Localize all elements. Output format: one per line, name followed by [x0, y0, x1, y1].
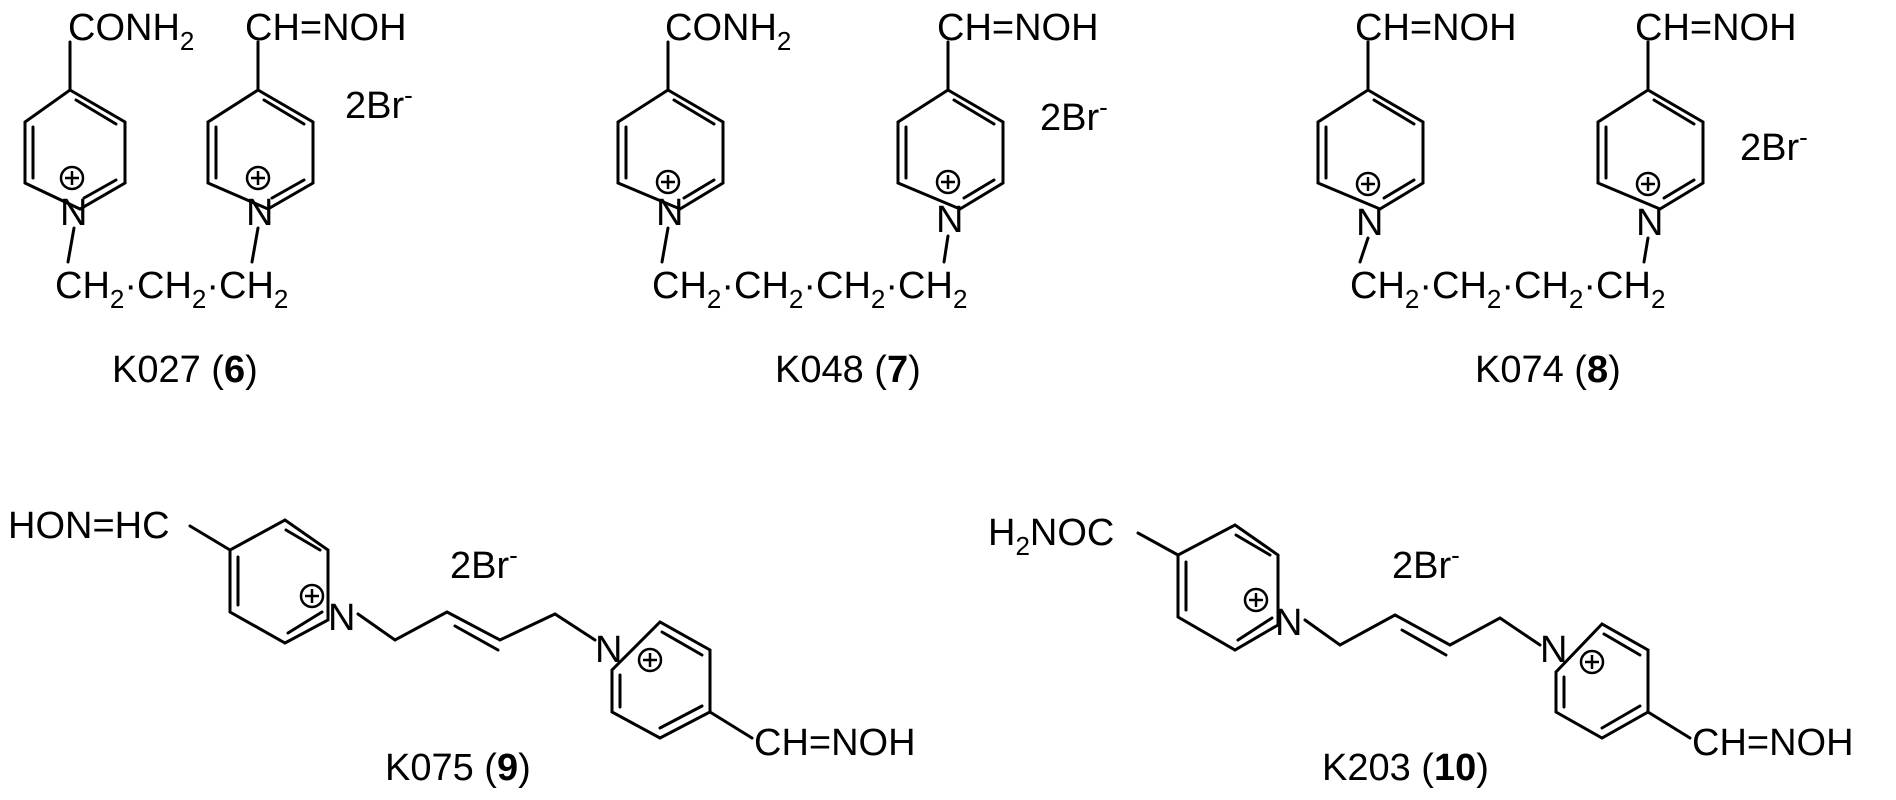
pyridinium-ring-left — [616, 40, 725, 211]
counterion: 2Br- — [1740, 122, 1808, 169]
pyridinium-ring-right — [610, 620, 754, 740]
pyridinium-ring-left — [228, 518, 330, 645]
cation-sign-left — [1355, 171, 1381, 197]
cation-sign-right — [637, 647, 663, 673]
compound-caption: K027 (6) — [112, 349, 258, 391]
pyridinium-ring-left — [1316, 40, 1425, 211]
compound-caption: K074 (8) — [1475, 349, 1621, 391]
oxime-group: CH=NOH — [1692, 722, 1854, 764]
compound-k048: CONH2 N CH=NOH N 2Br- CH2·CH2·CH2·CH2 K0… — [616, 7, 1108, 391]
pyridinium-ring-right — [1596, 40, 1705, 211]
oxime-group-right: CH=NOH — [754, 722, 916, 764]
oxime-group-left: CH=NOH — [1355, 7, 1517, 49]
ring-nitrogen-left: N — [656, 192, 683, 234]
cation-sign-right — [245, 165, 271, 191]
compound-k203: H2NOC N N CH=NOH 2Br- — [988, 512, 1854, 789]
carbamoyl-group: H2NOC — [988, 512, 1114, 561]
cation-sign-right — [1579, 649, 1605, 675]
cation-sign-left — [59, 165, 85, 191]
counterion: 2Br- — [450, 540, 518, 587]
ring-nitrogen-right: N — [246, 192, 273, 234]
counterion: 2Br- — [1040, 92, 1108, 139]
pyridinium-ring-right — [896, 40, 1005, 211]
counterion: 2Br- — [1392, 540, 1460, 587]
oxime-group-right: CH=NOH — [1635, 7, 1797, 49]
butenyl-linker — [356, 610, 597, 652]
cation-sign-right — [935, 169, 961, 195]
butylene-linker: CH2·CH2·CH2·CH2 — [1350, 265, 1665, 314]
pyridinium-ring-right — [1554, 622, 1692, 740]
butenyl-linker — [1303, 613, 1542, 657]
cation-sign-right — [1635, 171, 1661, 197]
butylene-linker: CH2·CH2·CH2·CH2 — [652, 265, 967, 314]
pyridinium-ring-left — [1176, 523, 1280, 652]
oxime-group: CH=NOH — [937, 7, 1099, 49]
compound-caption: K075 (9) — [385, 747, 531, 789]
pyridinium-ring-right — [206, 40, 315, 211]
cation-sign-left — [299, 583, 325, 609]
cation-sign-left — [1243, 587, 1269, 613]
ring-nitrogen-right: N — [1636, 202, 1663, 244]
carbamoyl-group: CONH2 — [665, 7, 791, 56]
compound-caption: K048 (7) — [775, 349, 921, 391]
ring-nitrogen-left: N — [328, 597, 355, 639]
cation-sign-left — [655, 169, 681, 195]
oxime-group-left: HON=HC — [8, 505, 170, 547]
carbamoyl-group: CONH2 — [68, 7, 194, 56]
propylene-linker: CH2·CH2·CH2 — [55, 265, 288, 314]
counterion: 2Br- — [345, 80, 413, 127]
compound-caption: K203 (10) — [1322, 747, 1489, 789]
ring-nitrogen-left: N — [1356, 202, 1383, 244]
compound-k074: CH=NOH N CH=NOH N 2Br- CH2·CH2·CH2·CH2 K… — [1316, 7, 1808, 391]
compound-k075: HON=HC N N CH=NOH 2Br- — [8, 505, 916, 789]
ring-nitrogen-left: N — [1275, 602, 1302, 644]
ring-nitrogen-right: N — [936, 199, 963, 241]
compound-k027: CONH2 N CH=NOH N 2Br- CH2·CH2·CH2 K027 (… — [23, 7, 413, 391]
oxime-group: CH=NOH — [245, 7, 407, 49]
pyridinium-ring-left — [23, 40, 127, 211]
